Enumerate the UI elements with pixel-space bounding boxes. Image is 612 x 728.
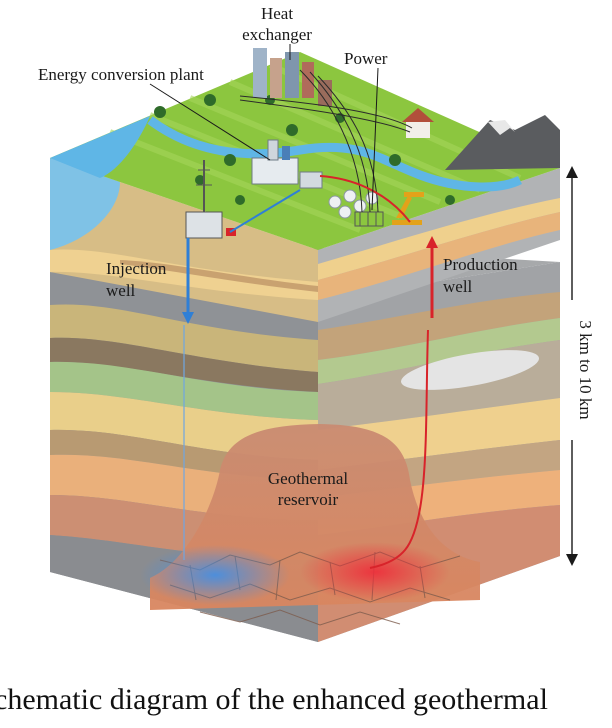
upper-water-left — [50, 158, 120, 250]
cold-zone — [140, 545, 290, 605]
mountain-snow — [488, 120, 515, 135]
depth-label: 3 km to 10 km — [576, 320, 595, 419]
leader-lines — [149, 44, 379, 211]
hot-zone — [300, 542, 450, 602]
power-label: Power — [344, 49, 388, 68]
energy-conversion-plant-icon — [251, 139, 323, 189]
reservoir-label-line2: reservoir — [278, 490, 339, 509]
heat-exchanger-label-line2: exchanger — [242, 25, 312, 44]
pump-jack-icon — [392, 192, 424, 225]
trees — [154, 94, 455, 205]
figure-caption: chematic diagram of the enhanced geother… — [0, 683, 548, 716]
lake — [50, 116, 150, 178]
surface-pipe-production — [319, 175, 411, 223]
stratum-right-1 — [318, 292, 560, 360]
heat-exchanger-label-line1: Heat — [261, 4, 293, 23]
upper-right-stratum-2 — [318, 212, 560, 300]
upper-left-stratum — [50, 249, 318, 300]
upper-right-stratum-1 — [318, 198, 560, 280]
city-buildings-icon — [253, 48, 332, 106]
energy-conversion-plant-label: Energy conversion plant — [38, 65, 204, 84]
mountain — [445, 115, 560, 170]
injection-well-label-line2: well — [106, 281, 136, 300]
production-well — [369, 236, 438, 569]
injection-well — [182, 238, 194, 560]
upper-block — [50, 48, 560, 322]
production-well-label-line1: Production — [443, 255, 518, 274]
depth-scale — [566, 166, 578, 566]
injection-well-label-line1: Injection — [106, 259, 167, 278]
surface-pipe-injection — [229, 189, 301, 233]
injection-facility-icon — [185, 160, 236, 239]
stratum-right-2 — [318, 318, 560, 384]
substation-icon — [354, 211, 384, 227]
upper-left-stratum-2 — [120, 260, 318, 292]
reservoir-label-line1: Geothermal — [268, 469, 349, 488]
house-icon — [402, 108, 434, 138]
white-lens — [401, 350, 539, 390]
production-well-label-line2: well — [443, 277, 473, 296]
